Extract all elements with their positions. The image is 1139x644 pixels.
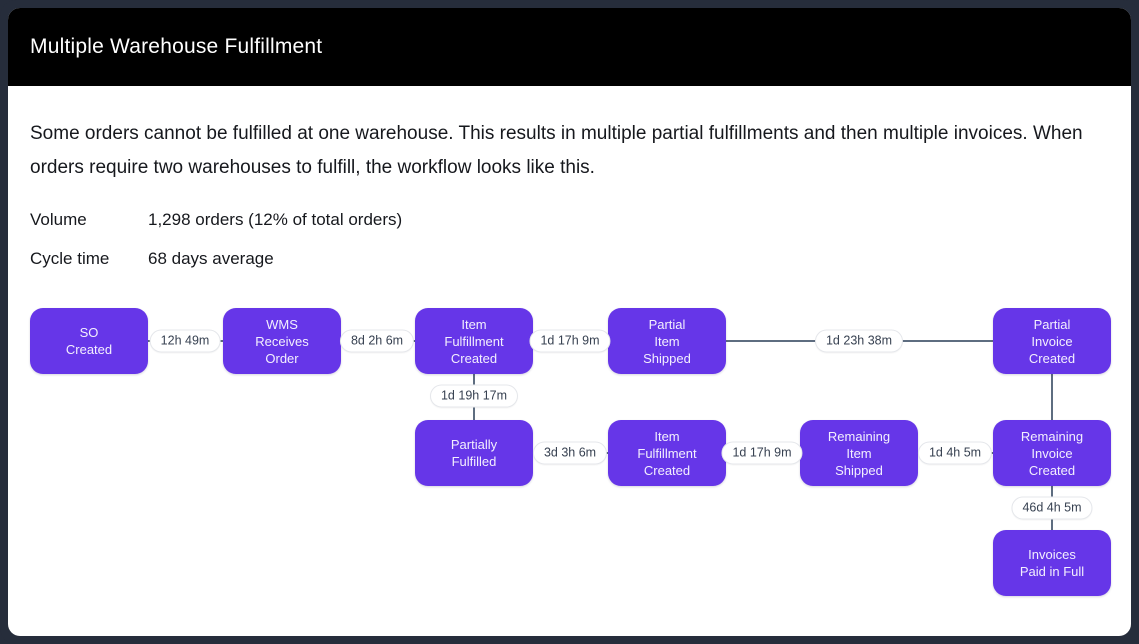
cycle-time-value: 68 days average (148, 249, 274, 268)
cycle-time-label: Cycle time (30, 249, 110, 268)
node-item-fulfillment-created-1: Item Fulfillment Created (415, 308, 533, 374)
node-item-fulfillment-created-2: Item Fulfillment Created (608, 420, 726, 486)
node-wms-receives-order: WMS Receives Order (223, 308, 341, 374)
edge-label-so-to-wms: 12h 49m (149, 329, 221, 353)
edge-label-fulfillment-to-partially-fulfilled: 1d 19h 17m (429, 384, 519, 408)
stat-row-volume: Volume 1,298 orders (12% of total orders… (30, 210, 1109, 230)
edge-line (1051, 374, 1053, 420)
volume-value: 1,298 orders (12% of total orders) (148, 210, 403, 229)
workflow-description: Some orders cannot be fulfilled at one w… (30, 123, 1083, 178)
edge-label-wms-to-item-fulfillment: 8d 2h 6m (339, 329, 415, 353)
node-partial-item-shipped: Partial Item Shipped (608, 308, 726, 374)
card-header: Multiple Warehouse Fulfillment (8, 8, 1131, 86)
volume-label: Volume (30, 210, 87, 229)
edge-label-ship-to-remaining-invoice: 1d 4h 5m (917, 441, 993, 465)
stat-row-cycle-time: Cycle time 68 days average (30, 249, 1109, 269)
node-partial-invoice-created: Partial Invoice Created (993, 308, 1111, 374)
node-invoices-paid-in-full: Invoices Paid in Full (993, 530, 1111, 596)
workflow-card: Multiple Warehouse Fulfillment Some orde… (8, 8, 1131, 636)
stats-block: Volume 1,298 orders (12% of total orders… (30, 210, 1109, 269)
node-so-created: SO Created (30, 308, 148, 374)
edge-label-partially-fulfilled-to-fulfillment: 3d 3h 6m (532, 441, 608, 465)
edge-label-fulfillment-to-partial-ship: 1d 17h 9m (529, 329, 611, 353)
node-partially-fulfilled: Partially Fulfilled (415, 420, 533, 486)
node-remaining-item-shipped: Remaining Item Shipped (800, 420, 918, 486)
node-remaining-invoice-created: Remaining Invoice Created (993, 420, 1111, 486)
page-title: Multiple Warehouse Fulfillment (30, 35, 323, 58)
edge-label-invoice-to-paid-in-full: 46d 4h 5m (1011, 496, 1093, 520)
edge-label-ship-to-partial-invoice: 1d 23h 38m (814, 329, 904, 353)
edge-label-fulfillment-to-remaining-ship: 1d 17h 9m (721, 441, 803, 465)
